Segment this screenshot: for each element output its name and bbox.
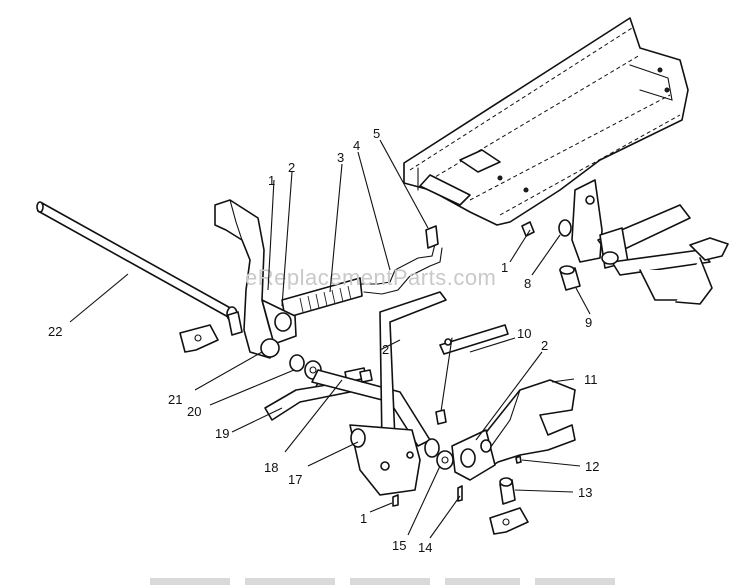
cropped-caption bbox=[150, 578, 615, 585]
callout-3: 3 bbox=[337, 150, 344, 165]
washers-right bbox=[424, 438, 454, 470]
leader-lines bbox=[69, 139, 591, 539]
callout-5: 5 bbox=[373, 126, 380, 141]
callout-11: 11 bbox=[584, 372, 598, 387]
rod-22 bbox=[36, 201, 238, 322]
callout-15: 15 bbox=[392, 538, 406, 553]
callout-22: 22 bbox=[48, 324, 62, 339]
callout-19: 19 bbox=[215, 426, 229, 441]
callout-8: 8 bbox=[524, 276, 531, 291]
callout-1-top: 1 bbox=[268, 173, 275, 188]
callout-1-bottom: 1 bbox=[360, 511, 367, 526]
callout-2-right: 2 bbox=[541, 338, 548, 353]
callout-1-right: 1 bbox=[501, 260, 508, 275]
axle-bracket bbox=[558, 179, 729, 305]
small-hardware bbox=[227, 221, 581, 535]
watermark: eReplacementParts.com bbox=[245, 265, 496, 290]
callout-2-mid: 2 bbox=[382, 342, 389, 357]
callout-17: 17 bbox=[288, 472, 302, 487]
rod-10 bbox=[435, 324, 509, 425]
callout-10: 10 bbox=[517, 326, 531, 341]
callout-21: 21 bbox=[168, 392, 182, 407]
callout-9: 9 bbox=[585, 315, 592, 330]
callout-13: 13 bbox=[578, 485, 592, 500]
callout-4: 4 bbox=[353, 138, 360, 153]
callout-18: 18 bbox=[264, 460, 278, 475]
right-pedal bbox=[451, 379, 576, 481]
left-pedal bbox=[179, 199, 297, 359]
callout-labels: 1 2 3 4 5 1 8 9 10 2 11 12 13 14 15 1 17… bbox=[48, 126, 599, 555]
mower-frame bbox=[403, 17, 689, 226]
callout-2-top: 2 bbox=[288, 160, 295, 175]
spring-rod-assembly bbox=[281, 225, 443, 319]
callout-14: 14 bbox=[418, 540, 432, 555]
callout-20: 20 bbox=[187, 404, 201, 419]
lower-bracket bbox=[349, 424, 421, 496]
callout-12: 12 bbox=[585, 459, 599, 474]
